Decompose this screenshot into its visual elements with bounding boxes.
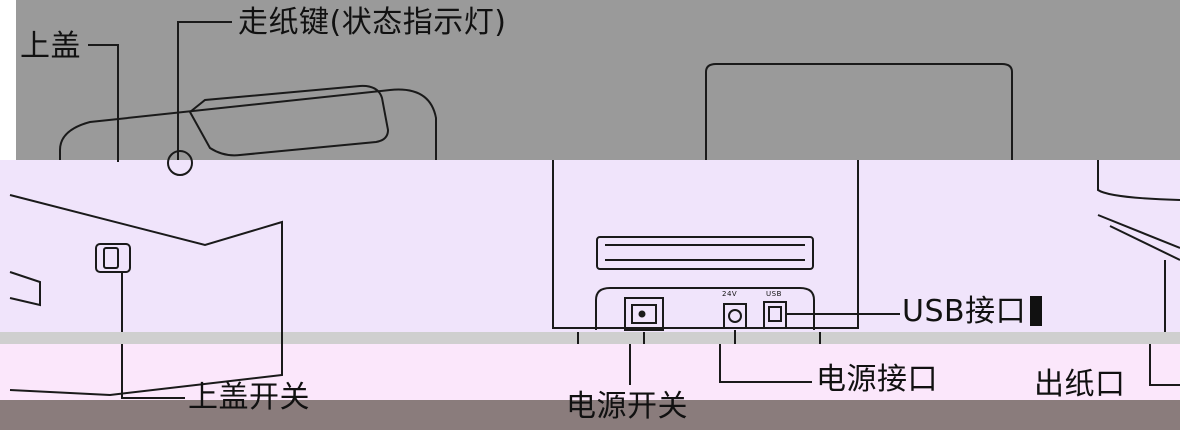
label-power-port: 电源接口 [816,362,938,397]
right-printer-body [1097,160,1180,201]
leader-power-switch [629,332,645,385]
label-power-switch: 电源开关 [566,389,688,424]
band-gray-top [0,0,1180,160]
middle-printer-body [552,160,859,329]
label-top-cover-switch: 上盖开关 [188,380,310,415]
top-cover-switch-shape [95,243,131,273]
left-printer-top-cover [59,88,437,160]
feed-button-circle [167,150,193,176]
band-light-gray [0,332,1180,344]
label-top-cover: 上盖 [20,29,81,64]
middle-printer-port-panel [595,287,815,330]
label-paper-outlet: 出纸口 [1034,367,1126,402]
power-port-shape [723,303,747,329]
left-printer-body [9,194,283,397]
leader-power-port [719,330,812,383]
label-feed-button: 走纸键(状态指示灯) [238,5,507,40]
left-printer-window [188,84,390,157]
middle-printer-slot [596,236,814,270]
power-switch-shape [624,297,664,331]
band-lavender [0,160,1180,332]
left-printer-slot [9,271,41,307]
usb-tiny-label: USB [766,290,782,298]
band-pink [0,344,1180,400]
leader-feed-button [177,21,232,160]
middle-printer-top [705,63,1013,160]
band-white-top-left [0,0,16,160]
band-dark-bottom [0,400,1180,430]
leader-paper-outlet [1149,260,1180,386]
leader-top-cover-switch [121,272,185,399]
usb-port-shape [763,301,787,329]
power-port-tiny-label: 24V [722,290,738,298]
leader-top-cover [88,44,119,162]
label-usb-port: USB接口 [902,294,1027,329]
